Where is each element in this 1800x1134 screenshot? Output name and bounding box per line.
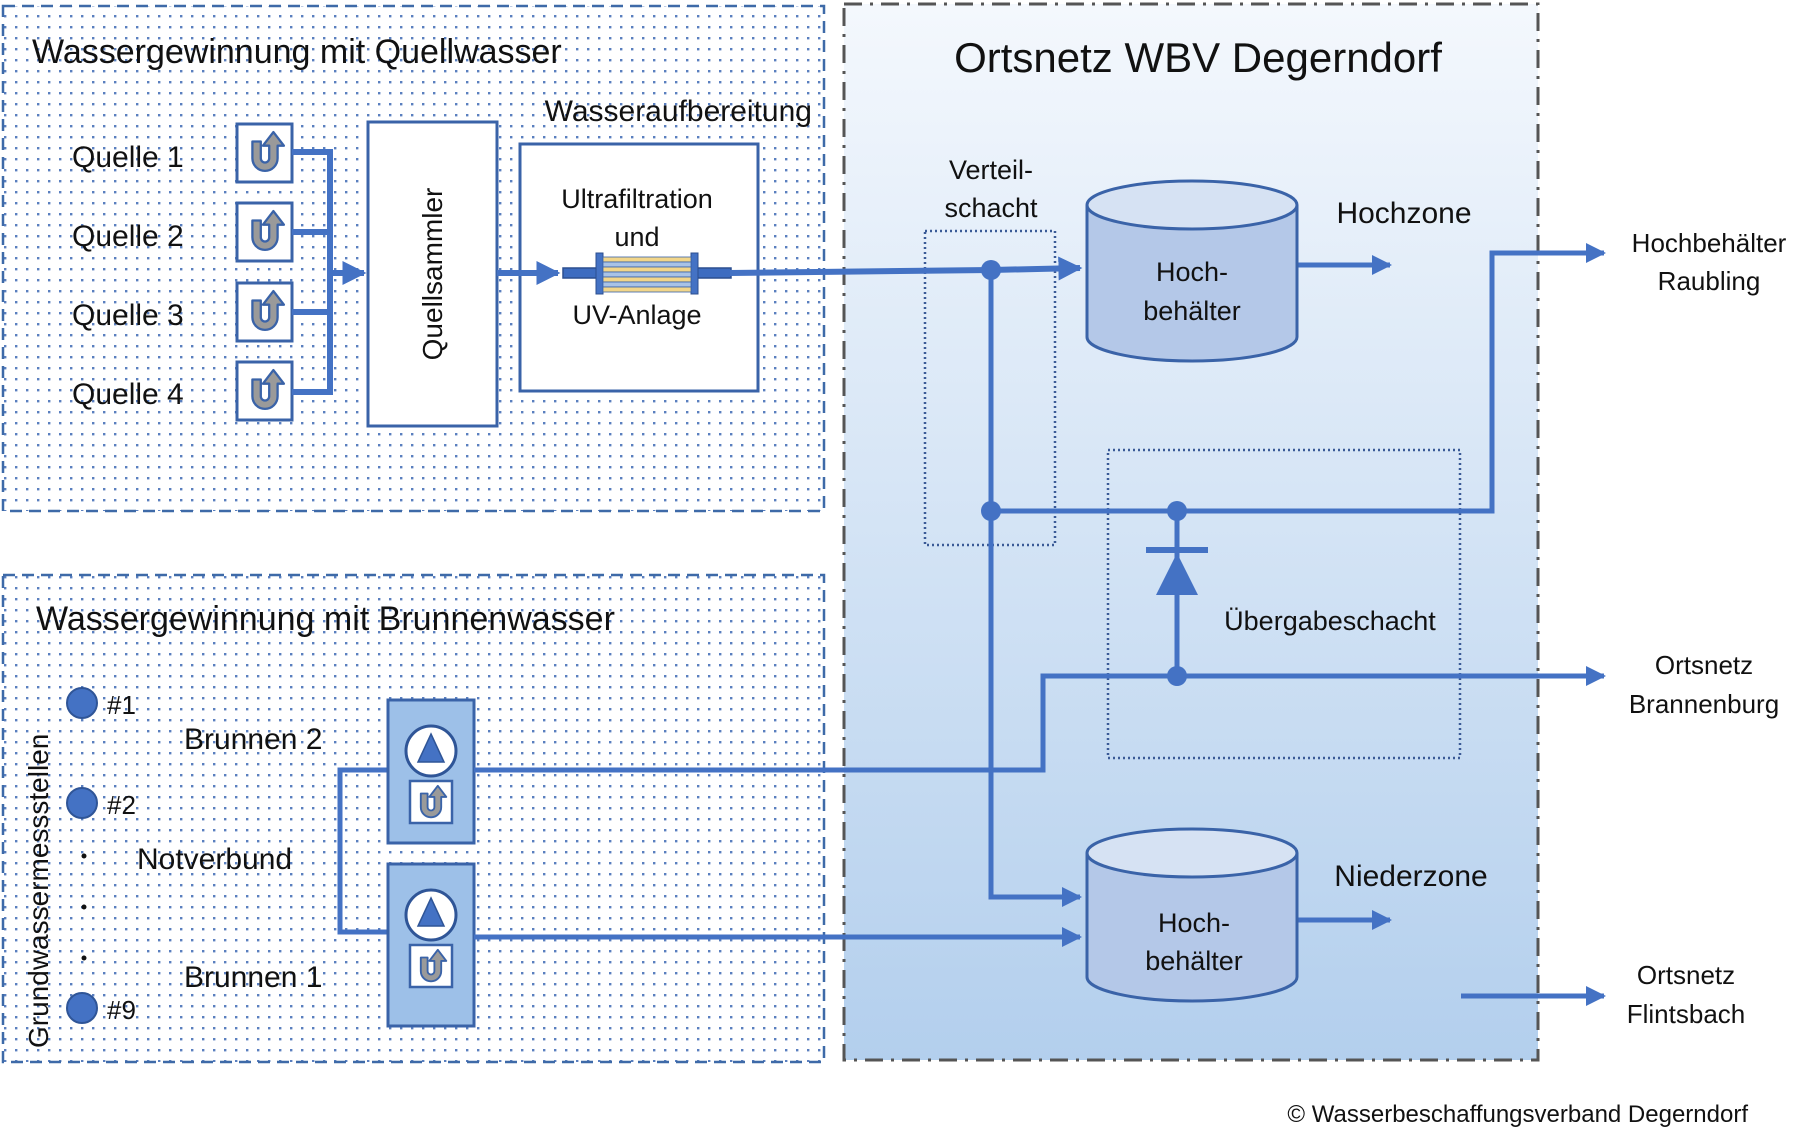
junction-node [981,501,1001,521]
tank-top [1085,179,1299,231]
monitoring-point-icon [66,787,98,819]
ellipsis-dot [81,955,87,961]
spring-uturn-icon-box [235,122,294,184]
source-label: Quelle 2 [72,220,184,253]
monitoring-point-1: #1 [66,687,136,720]
network-title: Ortsnetz WBV Degerndorf [954,34,1442,81]
emergency-link-label: Notverbund [137,843,292,876]
output-label-1: Hochbehälter [1632,228,1787,258]
spring-uturn-icon-box [235,281,294,343]
ellipsis-dot [81,904,87,910]
monitoring-point-label: #1 [107,690,136,720]
source-collector-pipes [292,149,367,395]
output-label-2: Raubling [1658,266,1761,296]
output-label-1: Ortsnetz [1655,650,1753,680]
ellipsis-dot [81,853,87,859]
junction-node [1167,666,1187,686]
tank-label-2: behälter [1145,946,1243,976]
tank-label-2: behälter [1143,296,1241,326]
distribution-shaft-label-1: Verteil- [949,155,1033,185]
output-brannenburg: Ortsnetz Brannenburg [1629,650,1779,719]
monitoring-point-icon [66,992,98,1024]
source-4: Quelle 4 [72,360,294,422]
spring-section-title: Wassergewinnung mit Quellwasser [32,33,562,71]
monitoring-point-2: #2 [66,787,136,820]
spring-collector-label: Quellsammler [417,188,448,361]
pump-triangle-icon [416,732,446,763]
treatment-line-3: UV-Anlage [572,300,701,330]
output-label-2: Brannenburg [1629,689,1779,719]
treatment-line-1: Ultrafiltration [561,184,713,214]
monitoring-point-label: #2 [107,790,136,820]
tank-body [1085,853,1299,1003]
distribution-shaft-box [923,229,1057,547]
source-3: Quelle 3 [72,281,294,343]
well-section-border [1,573,826,1064]
output-flintsbach: Ortsnetz Flintsbach [1627,960,1746,1029]
monitoring-point-9: #9 [66,992,136,1025]
well-1-label: Brunnen 1 [184,961,322,994]
spring-uturn-icon-box [235,201,294,263]
source-2: Quelle 2 [72,201,294,263]
tank-label-1: Hoch- [1158,908,1230,938]
spring-water-section: Wassergewinnung mit Quellwasser Quelle 1… [1,4,826,513]
high-zone-label: Hochzone [1336,197,1471,230]
copyright-notice: © Wasserbeschaffungsverband Degerndorf [1287,1101,1748,1128]
output-raubling: Hochbehälter Raubling [1632,228,1787,296]
check-valve-icon [1146,547,1208,595]
low-zone-tank: Hoch- behälter [1085,827,1299,1003]
well-water-section: Wassergewinnung mit Brunnenwasser Grundw… [1,573,826,1064]
transfer-shaft-box [1106,448,1462,760]
junction-node [981,260,1001,280]
monitoring-point-label: #9 [107,995,136,1025]
network-border [842,2,1540,1062]
high-zone-tank: Hoch- behälter [1085,179,1299,363]
spring-collector-box [366,120,499,428]
emergency-link-pipe [337,767,390,935]
output-label-2: Flintsbach [1627,999,1746,1029]
transfer-shaft-label: Übergabeschacht [1224,606,1436,636]
well-2-pump [386,698,476,845]
well-1-pump [386,862,476,1028]
monitoring-point-icon [66,687,98,719]
raubling-pipe [991,243,1606,514]
distribution-vertical-pipe [988,270,1082,907]
treatment-line-2: und [614,222,659,252]
tank-label-1: Hoch- [1156,257,1228,287]
source-label: Quelle 1 [72,141,184,174]
output-label-1: Ortsnetz [1637,960,1735,990]
distribution-shaft-label-2: schacht [944,193,1038,223]
pump-triangle-icon [416,896,446,927]
source-label: Quelle 3 [72,299,184,332]
ultrafiltration-module-icon [562,252,732,295]
well-section-title: Wassergewinnung mit Brunnenwasser [36,600,615,638]
brannenburg-pipe [474,666,1606,773]
pipe-network [474,243,1606,1006]
tank-top [1085,827,1299,879]
tank-body [1085,205,1299,363]
low-zone-label: Niederzone [1334,860,1487,893]
source-label: Quelle 4 [72,378,184,411]
monitoring-label: Grundwassermessstellen [23,734,54,1048]
spring-uturn-icon-box [235,360,294,422]
junction-node [1167,501,1187,521]
spring-section-border [1,4,826,513]
treatment-heading: Wasseraufbereitung [545,95,812,128]
well-2-label: Brunnen 2 [184,723,322,756]
